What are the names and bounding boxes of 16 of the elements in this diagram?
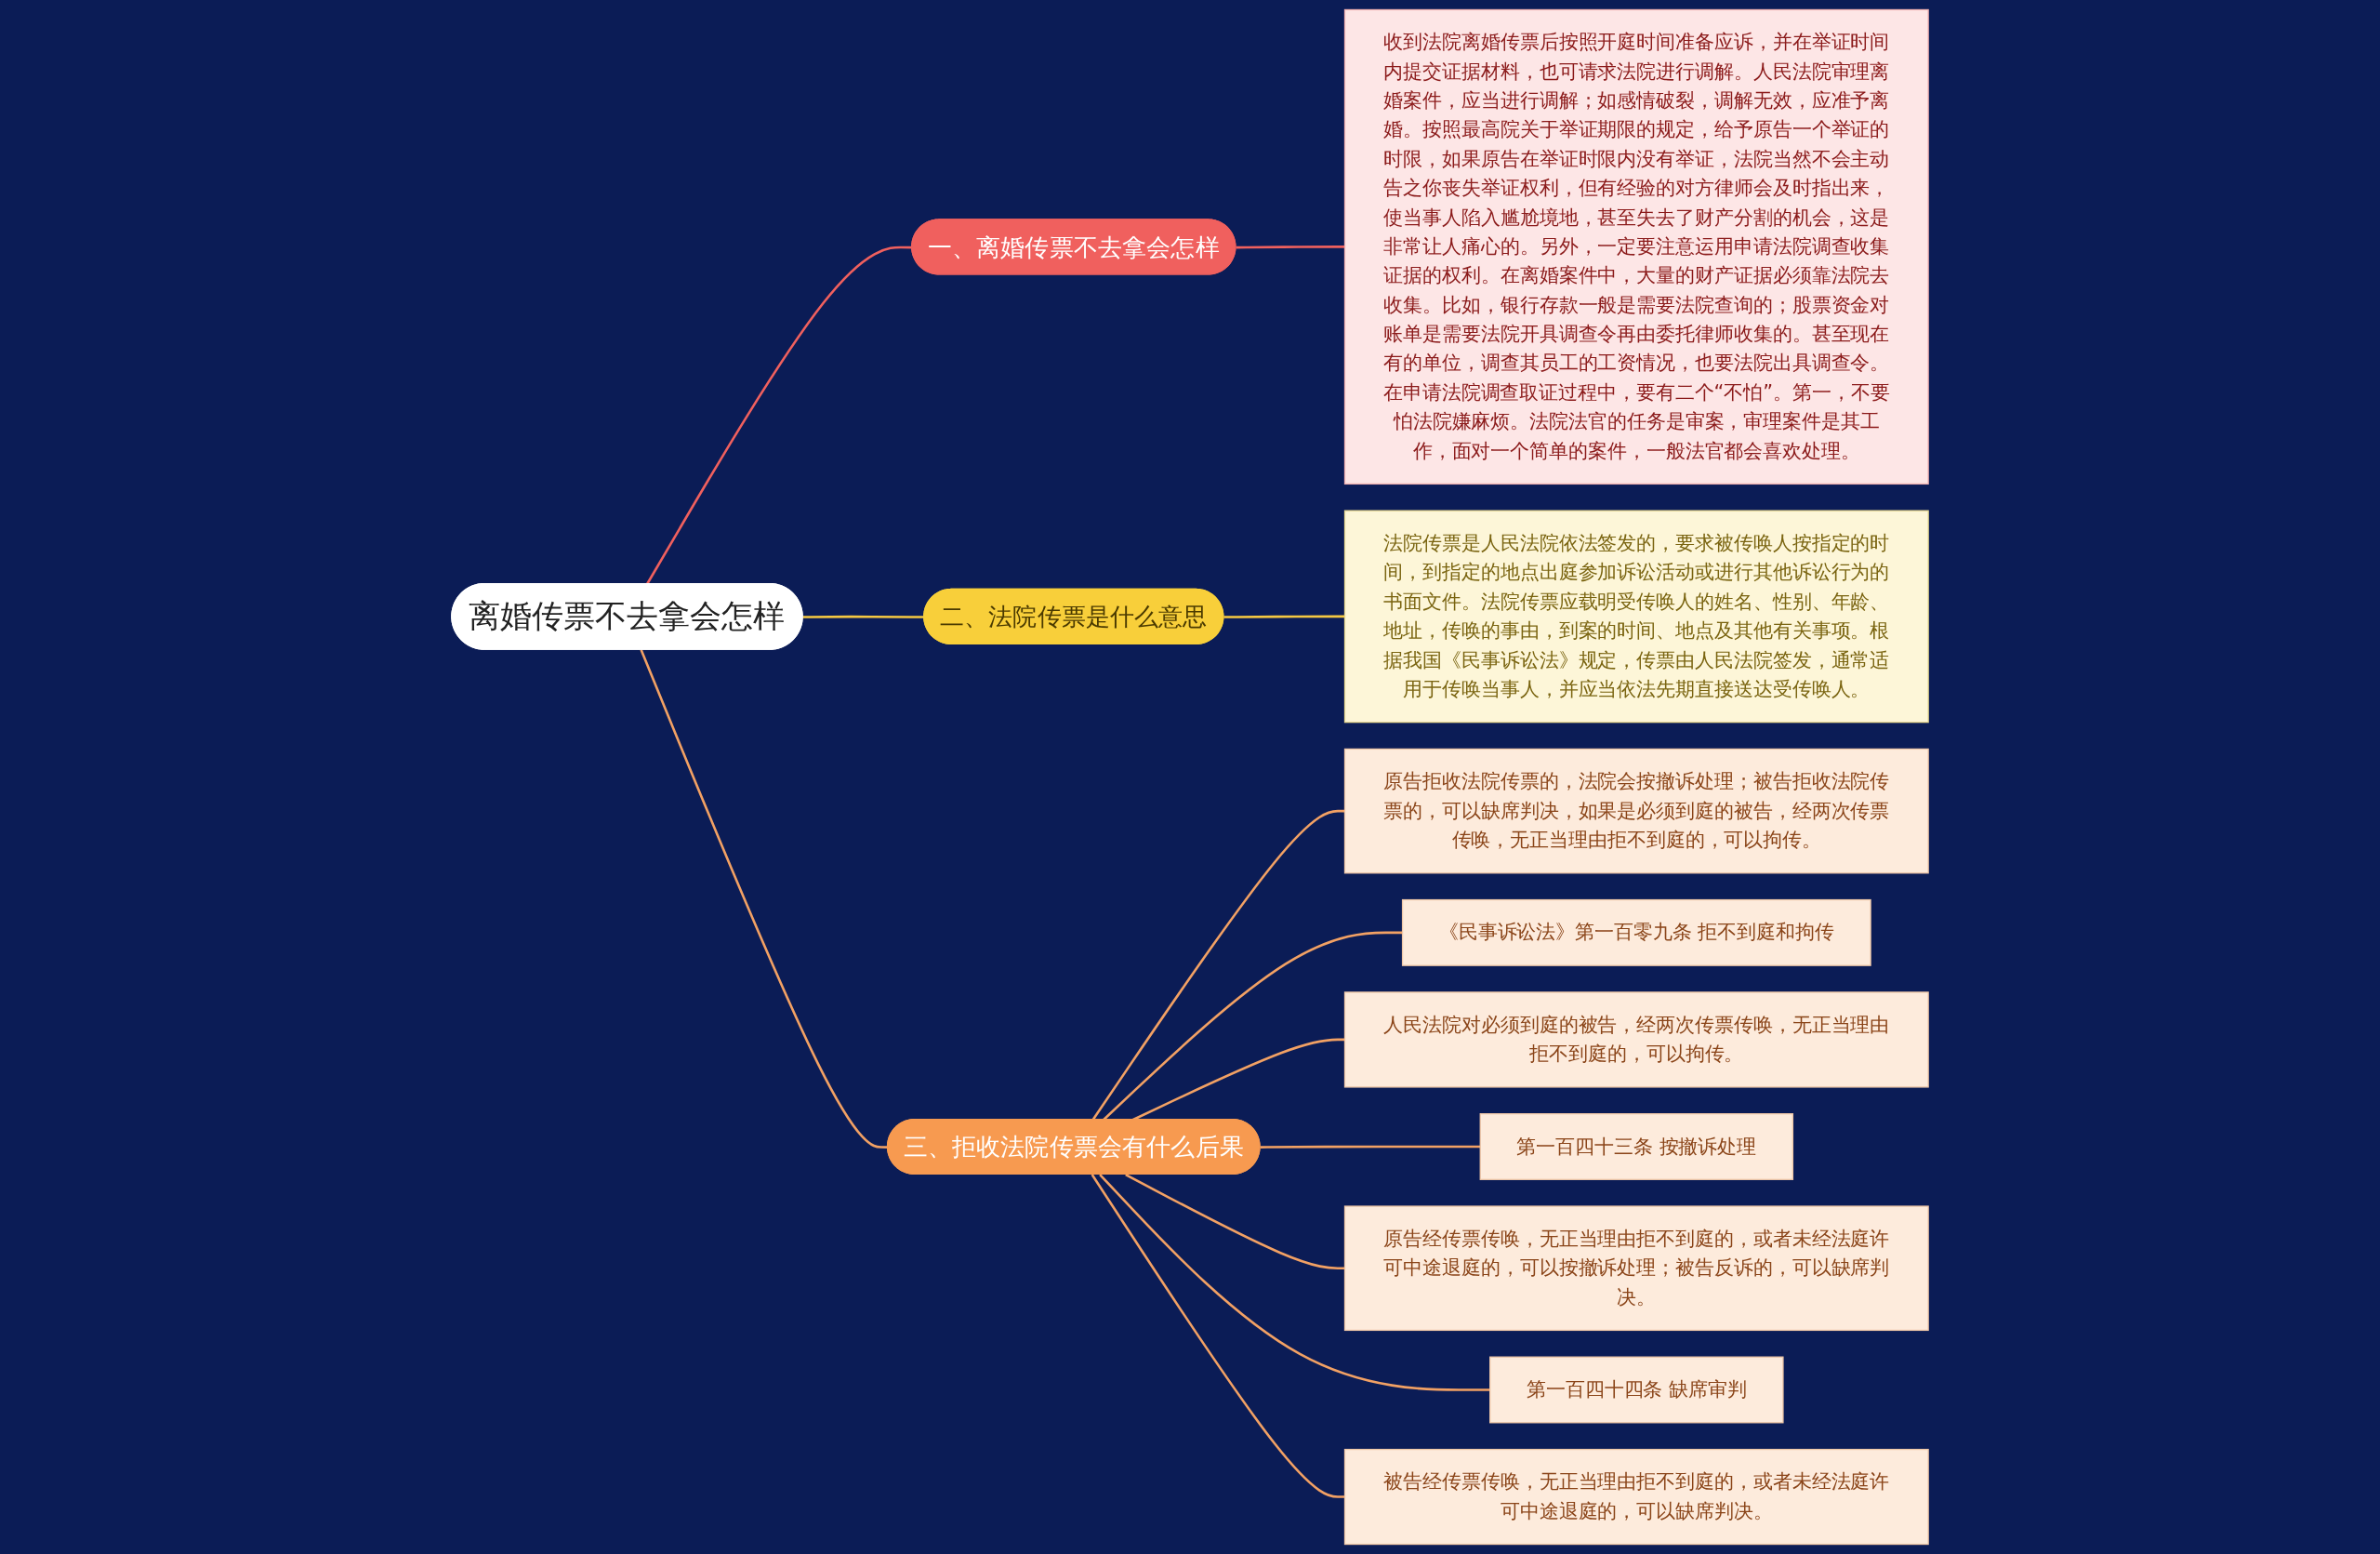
connector — [1260, 1145, 1481, 1149]
connector — [1223, 615, 1345, 618]
node-box: 法院传票是人民法院依法签发的，要求被传唤人按指定的时间，到指定的地点出庭参加诉讼活动或进行其他诉讼行为的书面文件。法院传票应载明受传唤人的姓名、性别、年龄、地址，传唤的事由，到案的时间、地点及其他有关事项。根据我国《民事诉讼法》规定，传票由人民法院签发，通常适用于传唤当事人，并应当依法先期直接送达受传唤人。 — [1343, 510, 1929, 724]
connector — [1099, 1174, 1490, 1391]
connector — [1091, 1174, 1345, 1498]
connector — [1236, 246, 1345, 249]
node-box: 人民法院对必须到庭的被告，经两次传票传唤，无正当理由拒不到庭的，可以拘传。 — [1343, 991, 1929, 1088]
node-box: 原告经传票传唤，无正当理由拒不到庭的，或者未经法庭许可中途退庭的，可以按撤诉处理；被告反诉的，可以缺席判决。 — [1343, 1205, 1929, 1332]
node-box: 原告拒收法院传票的，法院会按撤诉处理；被告拒收法院传票的，可以缺席判决，如果是必须到庭的被告，经两次传票传唤，无正当理由拒不到庭的，可以拘传。 — [1343, 748, 1929, 874]
node-box: 收到法院离婚传票后按照开庭时间准备应诉，并在举证时间内提交证据材料，也可请求法院进行调解。人民法院审理离婚案件，应当进行调解；如感情破裂，调解无效，应准予离婚。按照最高院关于举证期限的规定，给予原告一个举证的时限，如果原告在举证时限内没有举证，法院当然不会主动告之你丧失举证权利，但有经验的对方律师会及时指出来，使当事人陷入尴尬境地，甚至失去了财产分割的机会，这是非常让人痛心的。另外，一定要注意运用申请法院调查收集证据的权利。在离婚案件中，大量的财产证据必须靠法院去收集。比如，银行存款一般是需要法院查询的；股票资金对账单是需要法院开具调查令再由委托律师收集的。甚至现在有的单位，调查其员工的工资情况，也要法院出具调查令。在申请法院调查取证过程中，要有二个“不怕”。第一，不要怕法院嫌麻烦。法院法官的任务是审案，审理案件是其工作，面对一个简单的案件，一般法官都会喜欢处理。 — [1343, 8, 1929, 485]
node-box: 被告经传票传唤，无正当理由拒不到庭的，或者未经法庭许可中途退庭的，可以缺席判决。 — [1343, 1448, 1929, 1546]
node-box: 第一百四十四条 缺席审判 — [1489, 1356, 1784, 1424]
connector — [1091, 809, 1345, 1121]
connector — [1125, 1173, 1345, 1270]
node-box: 《民事诉讼法》第一百零九条 拒不到庭和拘传 — [1401, 898, 1871, 966]
node-box: 第一百四十三条 按撤诉处理 — [1479, 1113, 1794, 1180]
